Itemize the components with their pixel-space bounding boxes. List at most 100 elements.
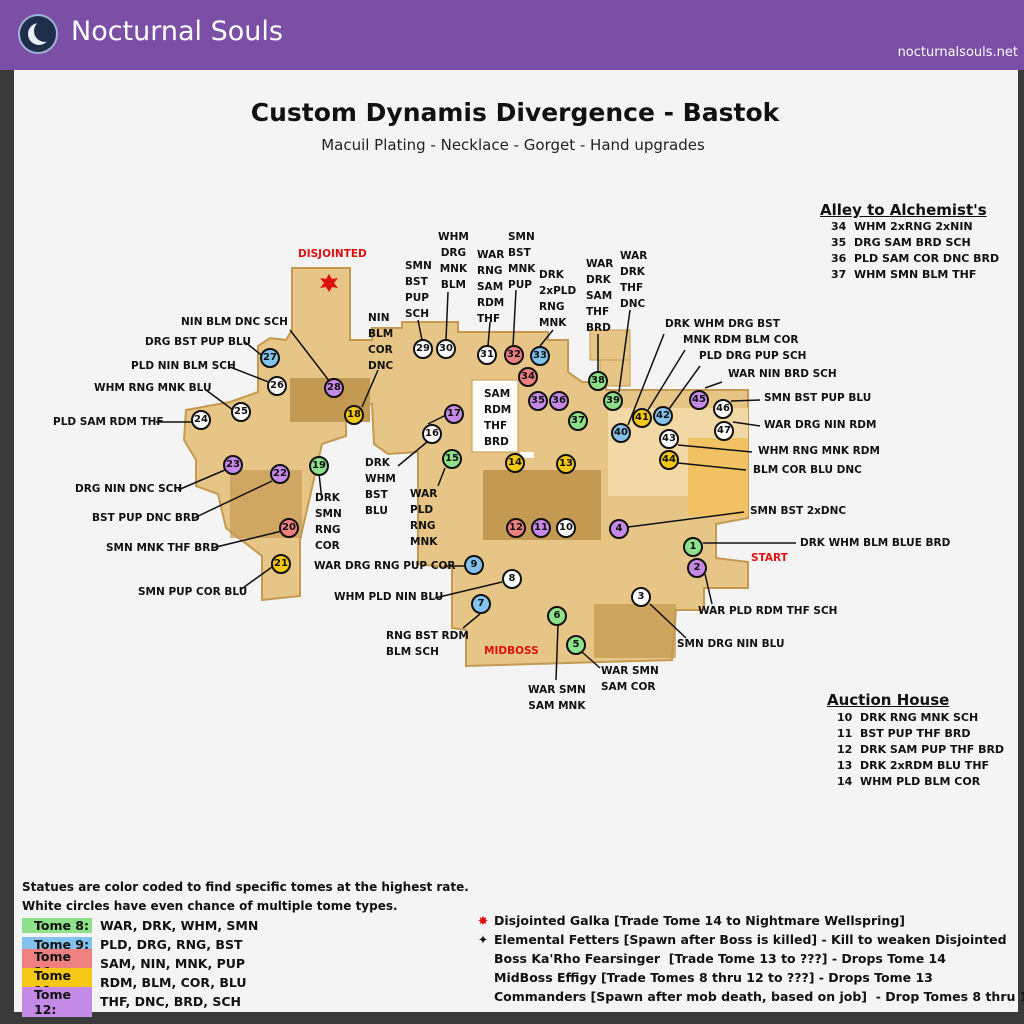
statue-marker: 7 <box>471 594 491 614</box>
job-label: WAR NIN BRD SCH <box>728 368 837 380</box>
note-text: Elemental Fetters [Spawn after Boss is k… <box>494 932 1007 947</box>
job-label: PLD SAM RDM THF <box>53 416 164 428</box>
statue-marker: 33 <box>530 346 550 366</box>
statue-marker: 29 <box>413 339 433 359</box>
note-text: Disjointed Galka [Trade Tome 14 to Night… <box>494 913 906 928</box>
tome-jobs: WAR, DRK, WHM, SMN <box>100 918 259 933</box>
auction-list: 10 DRK RNG MNK SCH 11 BST PUP THF BRD 12… <box>837 710 1004 790</box>
job-label: SMN MNK THF BRD <box>106 542 220 554</box>
statue-marker: 4 <box>609 519 629 539</box>
job-label: DRG BST PUP BLU <box>145 336 251 348</box>
alley-title: Alley to Alchemist's <box>820 201 987 219</box>
tome-jobs: RDM, BLM, COR, BLU <box>100 975 247 990</box>
statue-marker: 34 <box>518 367 538 387</box>
statue-marker: 5 <box>566 635 586 655</box>
list-item: 12 DRK SAM PUP THF BRD <box>837 743 1005 756</box>
job-label: MNK RDM BLM COR <box>683 334 799 346</box>
statue-marker: 30 <box>436 339 456 359</box>
statue-marker: 25 <box>231 402 251 422</box>
statue-marker: 37 <box>568 411 588 431</box>
statue-marker: 32 <box>504 345 524 365</box>
statue-marker: 42 <box>653 406 673 426</box>
statue-marker: 11 <box>531 518 551 538</box>
tome-badge: Tome 12: <box>22 986 92 1017</box>
job-label: SMN PUP COR BLU <box>138 586 248 598</box>
list-item: 36 PLD SAM COR DNC BRD <box>831 252 1000 265</box>
site-header: Nocturnal Souls nocturnalsouls.net <box>0 0 1024 70</box>
job-label: WHM RNG MNK BLU <box>94 382 212 394</box>
statue-marker: 6 <box>547 606 567 626</box>
start-label: START <box>751 552 788 564</box>
note-row: ✸ Disjointed Galka [Trade Tome 14 to Nigh… <box>472 911 1024 930</box>
note-text: MidBoss Effigy [Trade Tomes 8 thru 12 to… <box>494 970 933 985</box>
statue-marker: 23 <box>223 455 243 475</box>
statue-marker: 22 <box>270 464 290 484</box>
statue-marker: 43 <box>659 429 679 449</box>
statue-marker: 16 <box>422 424 442 444</box>
disjointed-label: DISJOINTED <box>298 248 367 260</box>
job-label: DRK 2xPLD RNG MNK <box>539 269 577 329</box>
job-label: WHM RNG MNK RDM <box>758 445 880 457</box>
cross-star-icon: ✦ <box>477 932 489 947</box>
statue-marker: 41 <box>632 408 652 428</box>
red-star-icon: ✸ <box>477 913 489 928</box>
note-text: Boss Ka'Rho Fearsinger [Trade Tome 13 to… <box>494 951 946 966</box>
list-item: 34 WHM 2xRNG 2xNIN <box>831 220 973 233</box>
job-label: WHM DRG MNK BLM <box>438 231 469 291</box>
statue-marker: 9 <box>464 555 484 575</box>
job-label: NIN BLM COR DNC <box>368 312 394 372</box>
job-label: DRK WHM BST BLU <box>365 457 396 517</box>
job-label: WAR SMN SAM COR <box>601 665 659 693</box>
job-label: SMN BST PUP SCH <box>405 260 432 320</box>
midboss-label: MIDBOSS <box>484 645 539 657</box>
disjointed-star-icon <box>320 274 338 292</box>
tome-badge: Tome 9: <box>22 937 92 952</box>
legend-row: Tome 9: PLD, DRG, RNG, BST <box>22 935 469 954</box>
note-row: MidBoss Effigy [Trade Tomes 8 thru 12 to… <box>472 968 1024 987</box>
job-label: SMN BST MNK PUP <box>508 231 536 291</box>
job-label: WAR DRG NIN RDM <box>764 419 877 431</box>
job-label: WAR SMN SAM MNK <box>528 684 586 712</box>
label-leader-lines <box>156 289 796 681</box>
job-label: DRK SMN RNG COR <box>315 492 342 552</box>
statue-marker: 46 <box>713 399 733 419</box>
statue-marker: 18 <box>344 405 364 425</box>
statue-marker: 38 <box>588 371 608 391</box>
job-label: WHM PLD NIN BLU <box>334 591 444 603</box>
job-label: WAR PLD RNG MNK <box>410 488 438 548</box>
map-title: Custom Dynamis Divergence - Bastok <box>250 98 780 127</box>
legend-row: Tome 12:THF, DNC, BRD, SCH <box>22 986 469 1017</box>
note-row: Commanders [Spawn after mob death, based… <box>472 987 1024 1006</box>
job-label: BLM COR BLU DNC <box>753 464 862 476</box>
statue-marker: 15 <box>442 449 462 469</box>
note-row: Boss Ka'Rho Fearsinger [Trade Tome 13 to… <box>472 949 1024 968</box>
statue-marker: 21 <box>271 554 291 574</box>
site-url[interactable]: nocturnalsouls.net <box>897 45 1018 60</box>
statue-marker: 26 <box>267 376 287 396</box>
tome-jobs: SAM, NIN, MNK, PUP <box>100 956 246 971</box>
statue-marker: 14 <box>505 453 525 473</box>
statue-marker: 19 <box>309 456 329 476</box>
job-label: SMN BST PUP BLU <box>764 392 872 404</box>
note-row: ✦ Elemental Fetters [Spawn after Boss is … <box>472 930 1024 949</box>
job-label: SMN DRG NIN BLU <box>677 638 785 650</box>
job-label: DRK WHM DRG BST <box>665 318 780 330</box>
statue-marker: 10 <box>556 518 576 538</box>
list-item: 35 DRG SAM BRD SCH <box>831 236 971 249</box>
statue-marker: 47 <box>714 421 734 441</box>
map-subtitle: Macuil Plating - Necklace - Gorget - Han… <box>321 136 705 154</box>
job-label: WAR RNG SAM RDM THF <box>477 249 505 325</box>
statue-marker: 17 <box>444 404 464 424</box>
moon-logo-icon[interactable] <box>18 14 58 54</box>
job-label: WAR DRK THF DNC <box>620 250 648 310</box>
statue-marker: 24 <box>191 410 211 430</box>
statue-marker: 39 <box>603 391 623 411</box>
statue-marker: 3 <box>631 587 651 607</box>
job-label: DRK WHM BLM BLUE BRD <box>800 537 951 549</box>
job-label: SMN BST 2xDNC <box>750 505 847 517</box>
site-title[interactable]: Nocturnal Souls <box>71 16 283 47</box>
tome-jobs: PLD, DRG, RNG, BST <box>100 937 243 952</box>
tome-legend: Statues are color coded to find specific… <box>22 878 469 1017</box>
map-floor <box>182 267 749 668</box>
